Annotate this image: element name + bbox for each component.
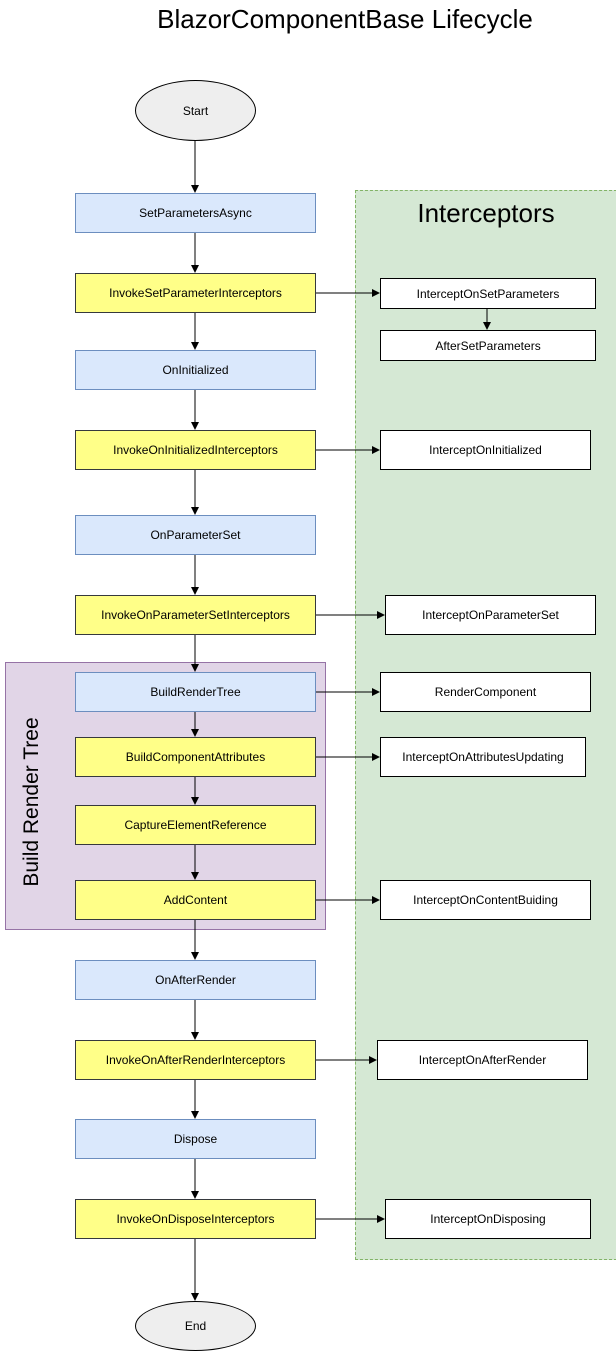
intercept-on-content-buiding-node: InterceptOnContentBuiding (380, 880, 591, 920)
invoke-set-parameter-interceptors-node: InvokeSetParameterInterceptors (75, 273, 316, 313)
on-initialized-node: OnInitialized (75, 350, 316, 390)
dispose-node: Dispose (75, 1119, 316, 1159)
add-content-node: AddContent (75, 880, 316, 920)
render-component-node: RenderComponent (380, 672, 591, 712)
build-render-tree-node: BuildRenderTree (75, 672, 316, 712)
capture-element-reference-node: CaptureElementReference (75, 805, 316, 845)
intercept-on-set-parameters-node: InterceptOnSetParameters (380, 278, 596, 309)
invoke-on-parameter-set-interceptors-node: InvokeOnParameterSetInterceptors (75, 595, 316, 635)
build-render-tree-panel-title: Build Render Tree (20, 717, 43, 887)
intercept-on-after-render-node: InterceptOnAfterRender (377, 1040, 588, 1080)
on-after-render-node: OnAfterRender (75, 960, 316, 1000)
intercept-on-parameter-set-node: InterceptOnParameterSet (385, 595, 596, 635)
interceptors-panel (355, 190, 616, 1260)
set-parameters-async-node: SetParametersAsync (75, 193, 316, 233)
start-node: Start (135, 80, 256, 141)
intercept-on-attributes-updating-node: InterceptOnAttributesUpdating (380, 737, 586, 777)
intercept-on-disposing-node: InterceptOnDisposing (385, 1199, 591, 1239)
on-parameter-set-node: OnParameterSet (75, 515, 316, 555)
diagram-title: BlazorComponentBase Lifecycle (157, 4, 533, 34)
intercept-on-initialized-node: InterceptOnInitialized (380, 430, 591, 470)
after-set-parameters-node: AfterSetParameters (380, 330, 596, 361)
build-component-attributes-node: BuildComponentAttributes (75, 737, 316, 777)
invoke-on-initialized-interceptors-node: InvokeOnInitializedInterceptors (75, 430, 316, 470)
interceptors-panel-title: Interceptors (417, 198, 555, 228)
invoke-on-dispose-interceptors-node: InvokeOnDisposeInterceptors (75, 1199, 316, 1239)
end-node: End (135, 1301, 256, 1351)
invoke-on-after-render-interceptors-node: InvokeOnAfterRenderInterceptors (75, 1040, 316, 1080)
